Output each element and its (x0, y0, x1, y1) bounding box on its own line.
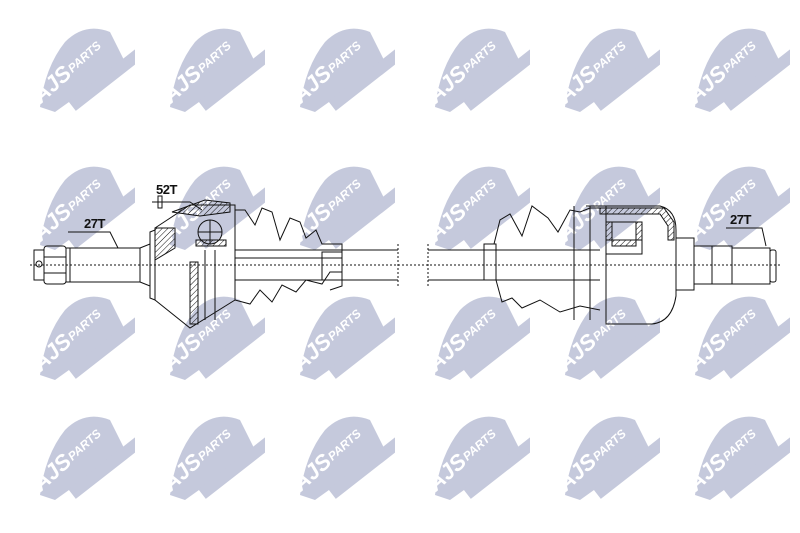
abs-ring-teeth-label: 52T (156, 182, 177, 197)
outer-stub-axle (33, 243, 151, 287)
inner-spline-label: 27T (730, 212, 751, 227)
leader-abs-ring (152, 201, 203, 211)
abs-ring (189, 261, 199, 325)
leader-outer-spline (68, 231, 119, 249)
inner-boot (493, 205, 600, 245)
inner-stub-axle (675, 237, 777, 291)
outer-spline-label: 27T (84, 216, 105, 231)
outer-cv-joint (149, 195, 236, 329)
leader-inner-spline (726, 227, 767, 247)
inner-cv-joint (573, 205, 677, 325)
